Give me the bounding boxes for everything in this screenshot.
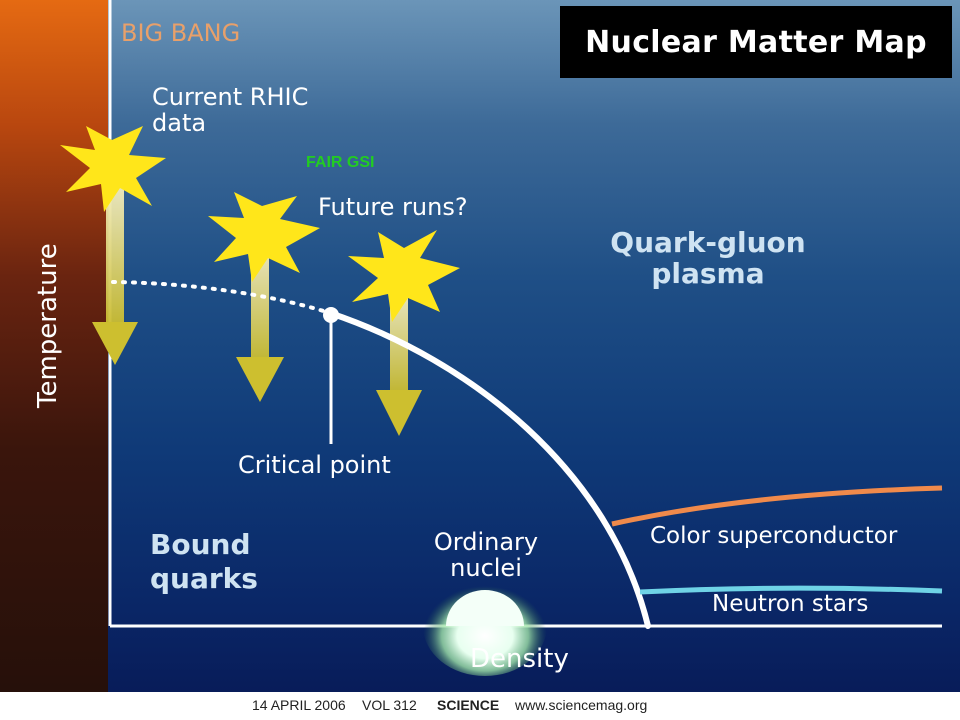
rhic-star-icon (60, 126, 166, 212)
map-title: Nuclear Matter Map (585, 24, 927, 60)
rhic-arrow (92, 180, 138, 365)
critical-point-dot (323, 307, 339, 323)
phase-boundary-curve (327, 310, 651, 629)
qgp-label: Quark-gluon plasma (605, 226, 811, 290)
ordinary-nuclei-label: Ordinary nuclei (428, 529, 544, 582)
current-rhic-line-2: data (152, 109, 207, 138)
fair-gsi-label: FAIR GSI (306, 154, 375, 171)
current-rhic-label: Current RHIC data (152, 84, 308, 137)
density-axis-label: Density (470, 644, 569, 674)
temperature-gradient-bar (0, 0, 108, 692)
current-rhic-line-1: Current RHIC (152, 83, 309, 111)
critical-point-label: Critical point (238, 451, 391, 479)
bound-quarks-line-1: Bound (150, 528, 251, 561)
temperature-axis-label: Temperature (33, 243, 63, 408)
future-runs-label: Future runs? (318, 193, 468, 221)
color-superconductor-label: Color superconductor (650, 523, 898, 549)
crossover-dotted-line (111, 280, 332, 315)
footer-url: www.sciencemag.org (515, 697, 648, 713)
bound-quarks-line-2: quarks (150, 562, 258, 596)
map-title-box: Nuclear Matter Map (560, 6, 952, 78)
future-runs-star-icon (348, 230, 460, 322)
qgp-line-1: Quark-gluon (610, 226, 806, 259)
footer-date: 14 APRIL 2006 (252, 697, 346, 713)
ordinary-nuclei-line-2: nuclei (450, 554, 522, 583)
bound-quarks-label: Bound quarks (150, 528, 258, 596)
qgp-line-2: plasma (651, 256, 765, 290)
fair-gsi-star-icon (208, 192, 320, 282)
footer-journal: SCIENCE (437, 697, 500, 713)
color-superconductor-line (611, 485, 943, 527)
future-runs-arrow (376, 290, 422, 436)
big-bang-label: BIG BANG (121, 19, 241, 47)
citation-footer: 14 APRIL 2006 VOL 312 SCIENCE www.scienc… (0, 692, 960, 720)
ordinary-nuclei-icon (446, 590, 524, 626)
neutron-stars-line (639, 585, 943, 595)
neutron-stars-label: Neutron stars (712, 591, 869, 617)
ordinary-nuclei-line-1: Ordinary (433, 528, 539, 556)
footer-volume: VOL 312 (362, 697, 417, 713)
diagram-graphics (60, 126, 943, 676)
